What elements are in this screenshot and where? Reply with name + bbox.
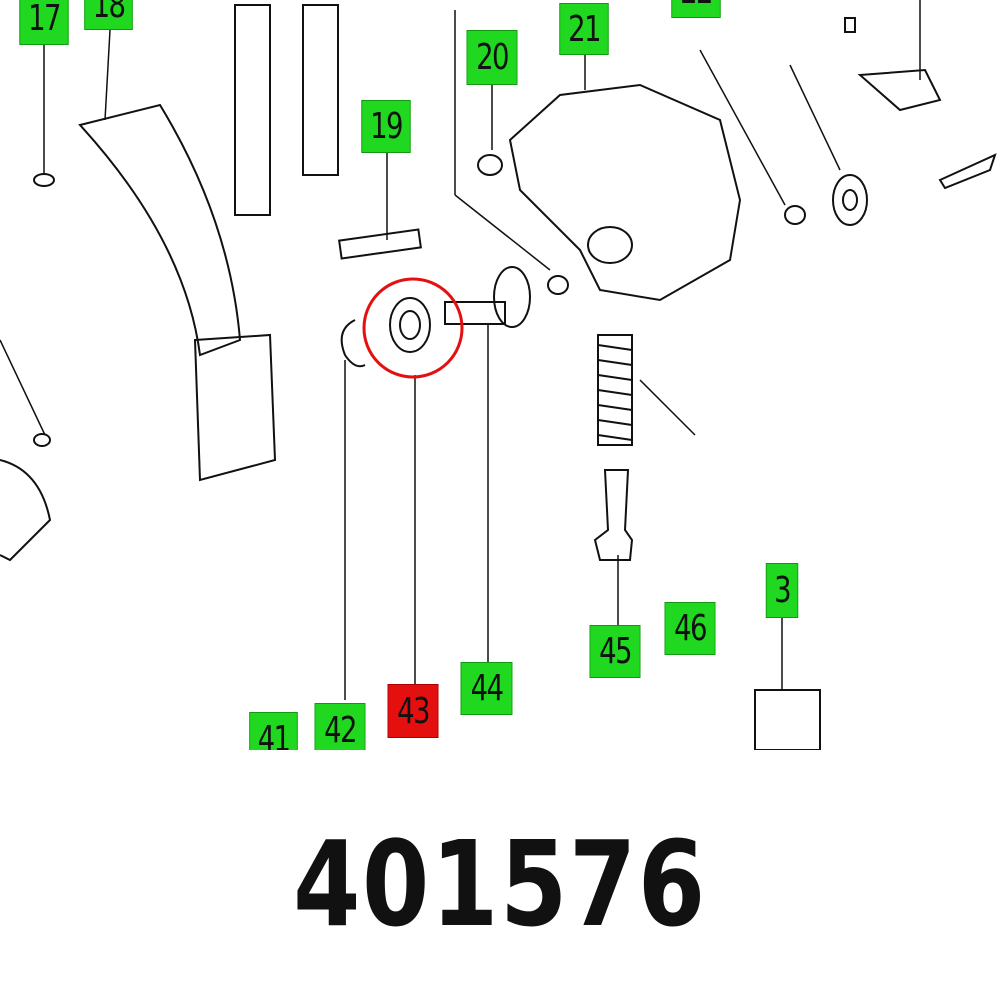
leader-lines (0, 0, 921, 700)
housing-part-21 (508, 83, 742, 302)
label-18[interactable]: 18 (84, 0, 133, 30)
part-number: 401576 (293, 815, 707, 953)
small-parts (33, 17, 997, 447)
label-20[interactable]: 20 (466, 30, 518, 85)
shaft-part-44 (444, 266, 531, 328)
label-43-highlighted[interactable]: 43 (387, 684, 439, 738)
label-44[interactable]: 44 (460, 662, 513, 715)
bearing-part-43 (389, 297, 431, 353)
label-3[interactable]: 3 (765, 563, 799, 618)
plunger-part-45 (593, 469, 634, 561)
ruler-scales (78, 4, 339, 482)
parts-drawing (0, 0, 997, 750)
left-part-fragment (0, 459, 52, 562)
spring-part (597, 334, 633, 446)
label-21[interactable]: 21 (559, 3, 609, 55)
highlight-circle (362, 277, 464, 379)
label-45[interactable]: 45 (589, 625, 641, 678)
label-22[interactable]: 22 (671, 0, 721, 18)
label-17[interactable]: 17 (19, 0, 69, 45)
switch-part-3 (754, 689, 821, 750)
housing-bore (587, 226, 633, 264)
circlip-part-42 (340, 319, 366, 368)
label-42[interactable]: 42 (314, 703, 366, 750)
label-46[interactable]: 46 (664, 602, 716, 655)
label-19[interactable]: 19 (361, 100, 411, 153)
exploded-parts-diagram: 17 18 19 20 21 22 3 46 45 44 43 42 41 (0, 0, 997, 750)
label-41[interactable]: 41 (249, 712, 298, 750)
